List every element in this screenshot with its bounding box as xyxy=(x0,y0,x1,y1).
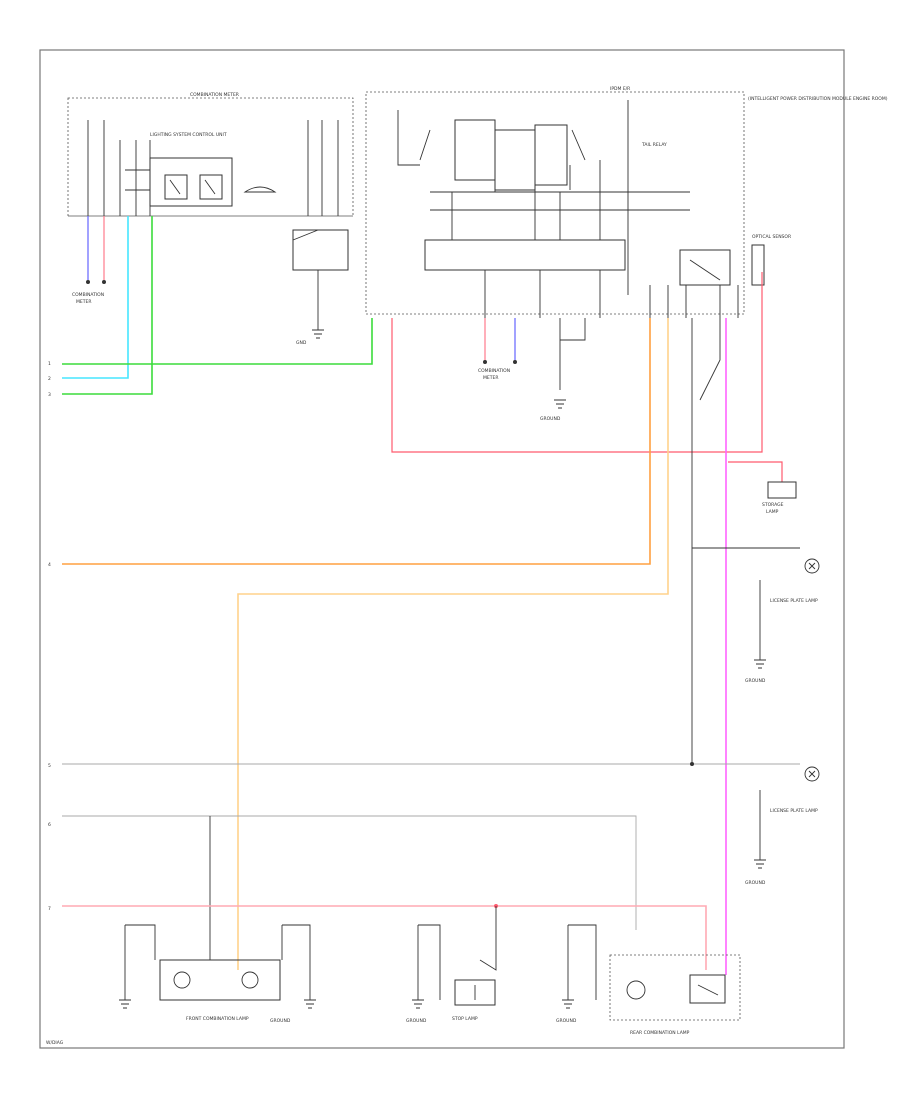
svg-text:GROUND: GROUND xyxy=(745,678,766,684)
svg-text:LAMP: LAMP xyxy=(766,509,779,515)
svg-text:STOP LAMP: STOP LAMP xyxy=(452,1016,478,1022)
wire-bus-row6 xyxy=(62,815,637,930)
license-lamp-top-label: LICENSE PLATE LAMP xyxy=(770,598,818,604)
svg-text:GND: GND xyxy=(296,340,307,346)
row-label-4: 4 xyxy=(48,562,51,568)
combination-meter-module: COMBINATION METER LIGHTING SYSTEM CONTRO… xyxy=(67,92,354,346)
svg-text:STORAGE: STORAGE xyxy=(762,502,784,508)
rear-combination-lamp-label: REAR COMBINATION LAMP xyxy=(630,1030,690,1036)
ground-label: GROUND xyxy=(270,1018,291,1024)
tail-relay-label: TAIL RELAY xyxy=(641,142,667,148)
svg-text:GROUND: GROUND xyxy=(745,880,766,886)
optical-sensor-note: OPTICAL SENSOR xyxy=(752,234,791,240)
front-combination-lamp: FRONT COMBINATION LAMP xyxy=(119,924,316,1022)
svg-text:GROUND: GROUND xyxy=(406,1018,427,1024)
svg-text:COMBINATION: COMBINATION xyxy=(72,292,104,298)
combination-meter-title: COMBINATION METER xyxy=(190,92,239,98)
middle-lamp-group: GROUND STOP LAMP xyxy=(406,906,497,1024)
wire-cyan xyxy=(62,216,129,379)
wire-orange xyxy=(62,318,651,565)
ipdm-box: IPDM E/R TAIL RELAY (INTELLIGENT POWER D… xyxy=(365,86,888,318)
wire-red-main-loop xyxy=(391,272,763,453)
license-lamp-bottom-label: LICENSE PLATE LAMP xyxy=(770,808,818,814)
wire-gnd-center xyxy=(559,318,586,390)
front-combination-lamp-label: FRONT COMBINATION LAMP xyxy=(186,1016,249,1022)
wire-red-bus xyxy=(62,905,707,970)
svg-text:COMBINATION: COMBINATION xyxy=(478,368,510,374)
row-labels: 1 2 3 4 5 6 7 xyxy=(48,361,51,912)
wire-green-b xyxy=(62,216,153,395)
row-label-3: 3 xyxy=(48,392,51,398)
row-label-7: 7 xyxy=(48,906,51,912)
svg-text:GROUND: GROUND xyxy=(556,1018,577,1024)
wire-tan xyxy=(237,318,669,970)
svg-text:METER: METER xyxy=(483,375,498,381)
wire-red-branch xyxy=(728,461,783,482)
diagram-frame xyxy=(39,49,845,1049)
optical-sensor-connector xyxy=(751,244,765,286)
svg-text:METER: METER xyxy=(76,299,91,305)
row-label-5: 5 xyxy=(48,763,51,769)
rear-combination-lamp: GROUND REAR COMBINATION LAMP xyxy=(556,924,741,1036)
ipdm-title: IPDM E/R xyxy=(610,86,630,92)
svg-text:GROUND: GROUND xyxy=(540,416,561,422)
row-label-1: 1 xyxy=(48,361,51,367)
ipdm-note: (INTELLIGENT POWER DISTRIBUTION MODULE E… xyxy=(748,96,888,102)
corner-note: W/DIAG xyxy=(46,1040,64,1046)
lighting-control-unit-title: LIGHTING SYSTEM CONTROL UNIT xyxy=(150,132,227,138)
row-label-2: 2 xyxy=(48,376,51,382)
row-label-6: 6 xyxy=(48,822,51,828)
wire-green-a xyxy=(62,318,373,365)
